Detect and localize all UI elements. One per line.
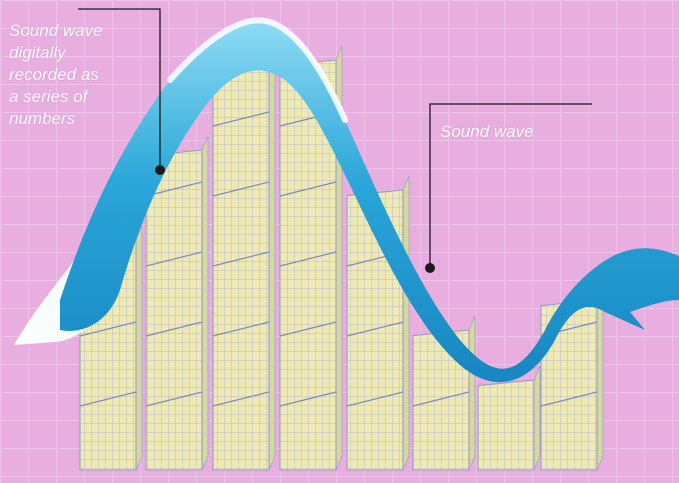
sample-panel-side [533,365,541,471]
sample-panel-band [212,321,270,337]
sample-panel-band [346,391,404,407]
pointer-dot-digital [155,165,165,175]
sound-wave-highlight [167,17,348,123]
sample-panel-side [201,135,209,471]
label-digital-line-5: numbers [9,109,76,128]
sample-panel-side [596,285,604,471]
sample-panel [477,379,535,471]
sample-panel-band [412,391,470,407]
sample-panel-band [212,181,270,197]
sound-wave-ribbon [60,20,679,383]
sample-panel-band [145,321,203,337]
sample-panel-band [79,391,137,407]
pointer-line-sound-wave [429,103,592,268]
label-digital-line-4: a series of [9,87,88,106]
sample-panel-side [135,225,143,471]
sample-panel-band [145,391,203,407]
sample-panel-band [212,111,270,127]
sample-panel-band [79,321,137,337]
sample-panel-band [346,321,404,337]
sample-panel-side [468,315,476,471]
sample-panels [79,45,604,471]
label-digital-recording: Sound wave digitally recorded as a serie… [9,20,149,130]
pointer-dot-sound-wave [425,263,435,273]
sample-panel-band [279,321,337,337]
sample-panel-band [145,181,203,197]
label-digital-line-3: recorded as [9,65,99,84]
sample-panel-side [268,50,276,471]
sample-panel-band [212,391,270,407]
sample-panel-band [279,391,337,407]
sample-panel-band [145,251,203,267]
sample-panel [145,149,203,471]
sample-panel-side [402,175,410,471]
sample-panel-band [540,391,598,407]
sample-panel [212,64,270,471]
sample-panel-band [279,251,337,267]
label-digital-line-2: digitally [9,43,66,62]
label-digital-line-1: Sound wave [9,21,103,40]
label-sound-wave: Sound wave [440,122,534,141]
sample-panel-band [279,181,337,197]
pointer-line-digital [78,8,161,170]
sample-panel-band [212,251,270,267]
